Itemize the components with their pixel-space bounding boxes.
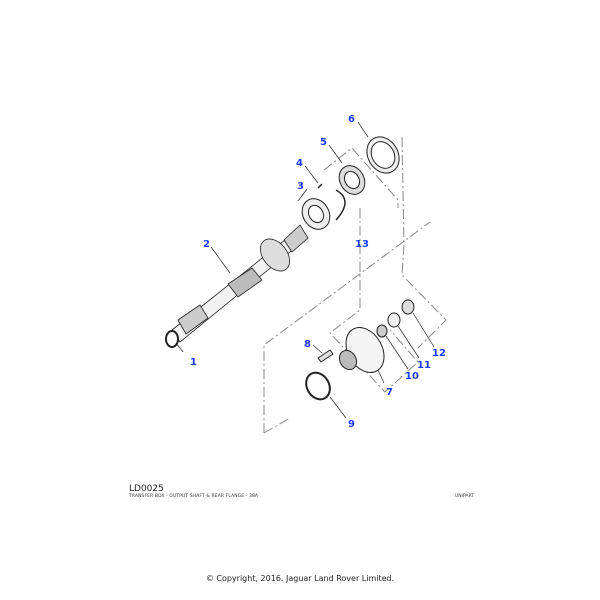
callout-6[interactable]: 6 bbox=[348, 114, 355, 125]
callout-1[interactable]: 1 bbox=[190, 357, 197, 368]
diagram-code: LD0025 bbox=[129, 484, 164, 494]
callout-7[interactable]: 7 bbox=[386, 387, 393, 398]
callout-12[interactable]: 12 bbox=[432, 348, 446, 359]
callout-4[interactable]: 4 bbox=[296, 158, 303, 169]
parts bbox=[165, 136, 415, 401]
brand-label: UNIPART bbox=[455, 494, 475, 499]
diagram-title: TRANSFER BOX - OUTPUT SHAFT & REAR FLANG… bbox=[129, 494, 259, 499]
callouts[interactable]: 1 2 3 4 5 6 7 8 9 10 11 12 13 bbox=[190, 114, 446, 430]
callout-5[interactable]: 5 bbox=[320, 137, 327, 148]
circlip-4 bbox=[335, 189, 346, 221]
seal-10 bbox=[376, 324, 388, 338]
copyright: © Copyright, 2016. Jaguar Land Rover Lim… bbox=[205, 574, 395, 583]
callout-3[interactable]: 3 bbox=[297, 181, 304, 192]
callout-2[interactable]: 2 bbox=[203, 239, 210, 250]
ring-9 bbox=[305, 371, 331, 401]
snap-ring-1 bbox=[165, 330, 179, 348]
callout-9[interactable]: 9 bbox=[348, 419, 355, 430]
callout-10[interactable]: 10 bbox=[405, 371, 419, 382]
bolt-8 bbox=[317, 349, 334, 363]
callout-13[interactable]: 13 bbox=[355, 239, 369, 250]
output-shaft bbox=[171, 224, 309, 343]
callout-8[interactable]: 8 bbox=[304, 339, 311, 350]
washer-11 bbox=[387, 312, 401, 328]
callout-11[interactable]: 11 bbox=[417, 360, 431, 371]
nut-12 bbox=[401, 299, 415, 315]
leader-lines bbox=[175, 121, 435, 419]
